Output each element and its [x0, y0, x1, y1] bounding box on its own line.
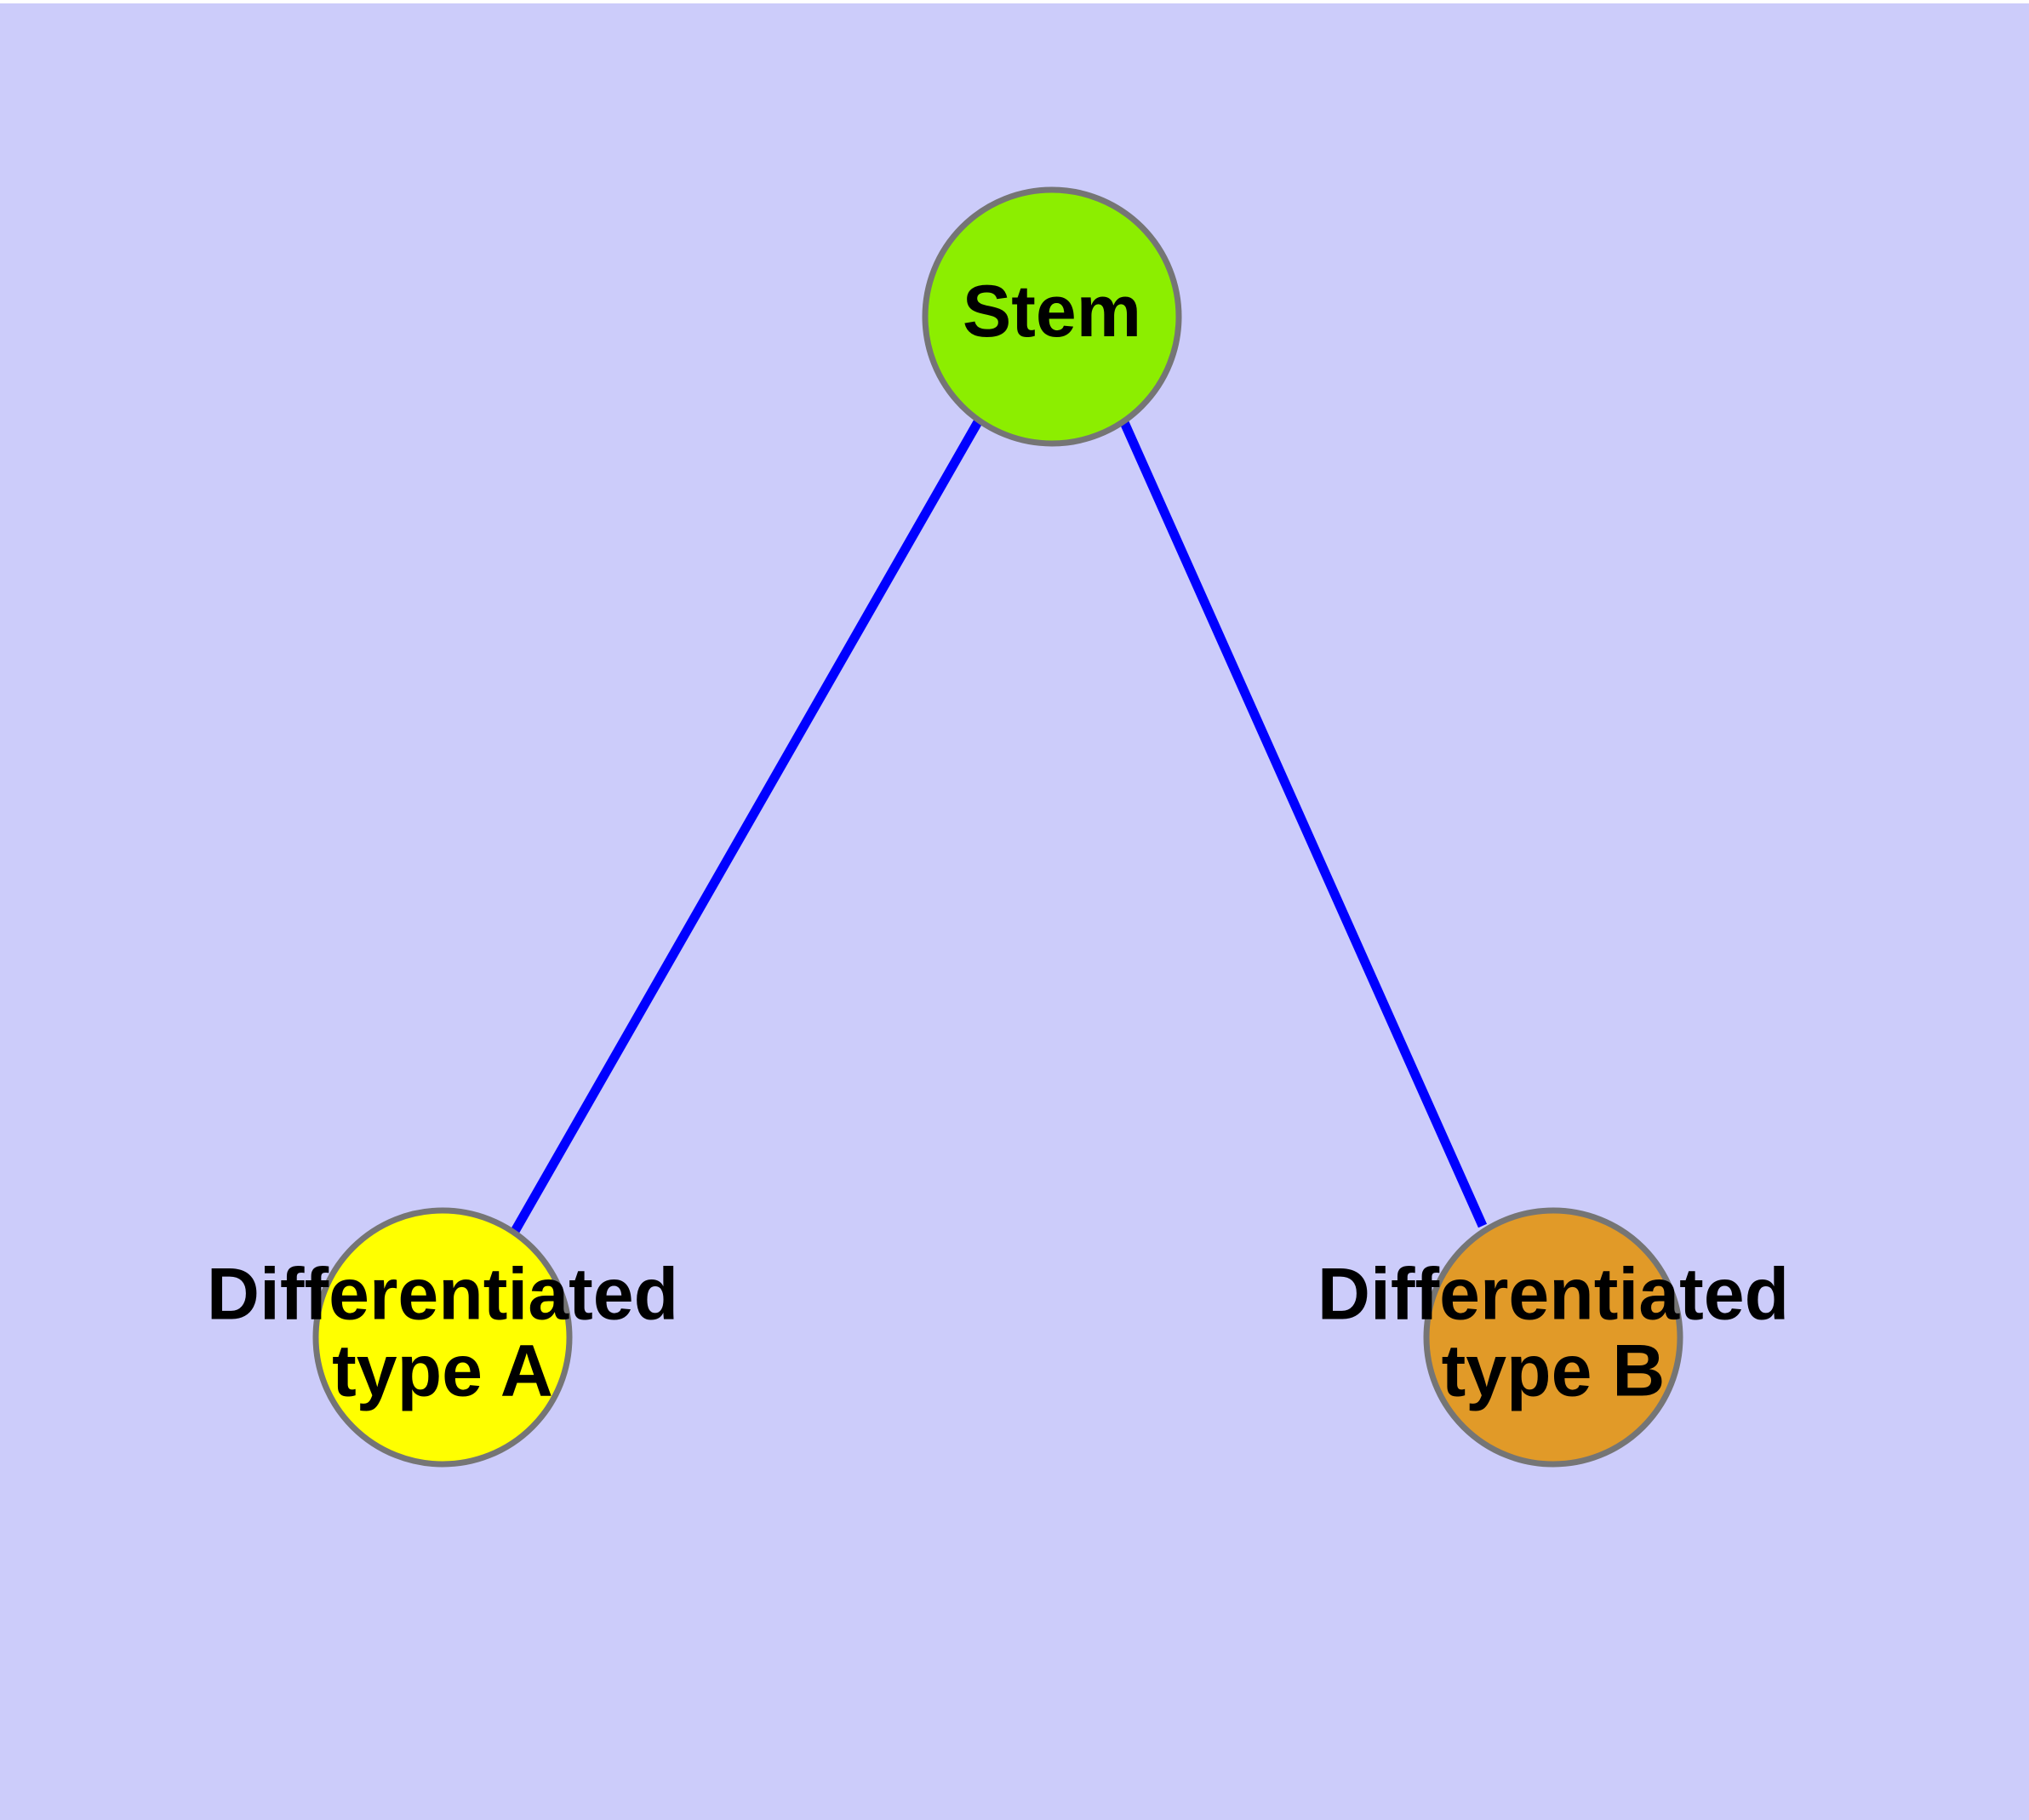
edge-stem-to-differentiated-type-a[interactable]	[510, 418, 983, 1235]
node-differentiated-type-b-circle[interactable]	[1423, 1207, 1683, 1468]
node-stem-label: Stem	[963, 271, 1141, 352]
edges-group	[510, 418, 1488, 1235]
node-stem[interactable]: Stem	[922, 186, 1182, 447]
node-differentiated-type-a-circle[interactable]	[312, 1207, 573, 1468]
edge-stem-to-differentiated-type-b[interactable]	[1118, 418, 1488, 1228]
node-stem-circle[interactable]	[922, 186, 1182, 447]
